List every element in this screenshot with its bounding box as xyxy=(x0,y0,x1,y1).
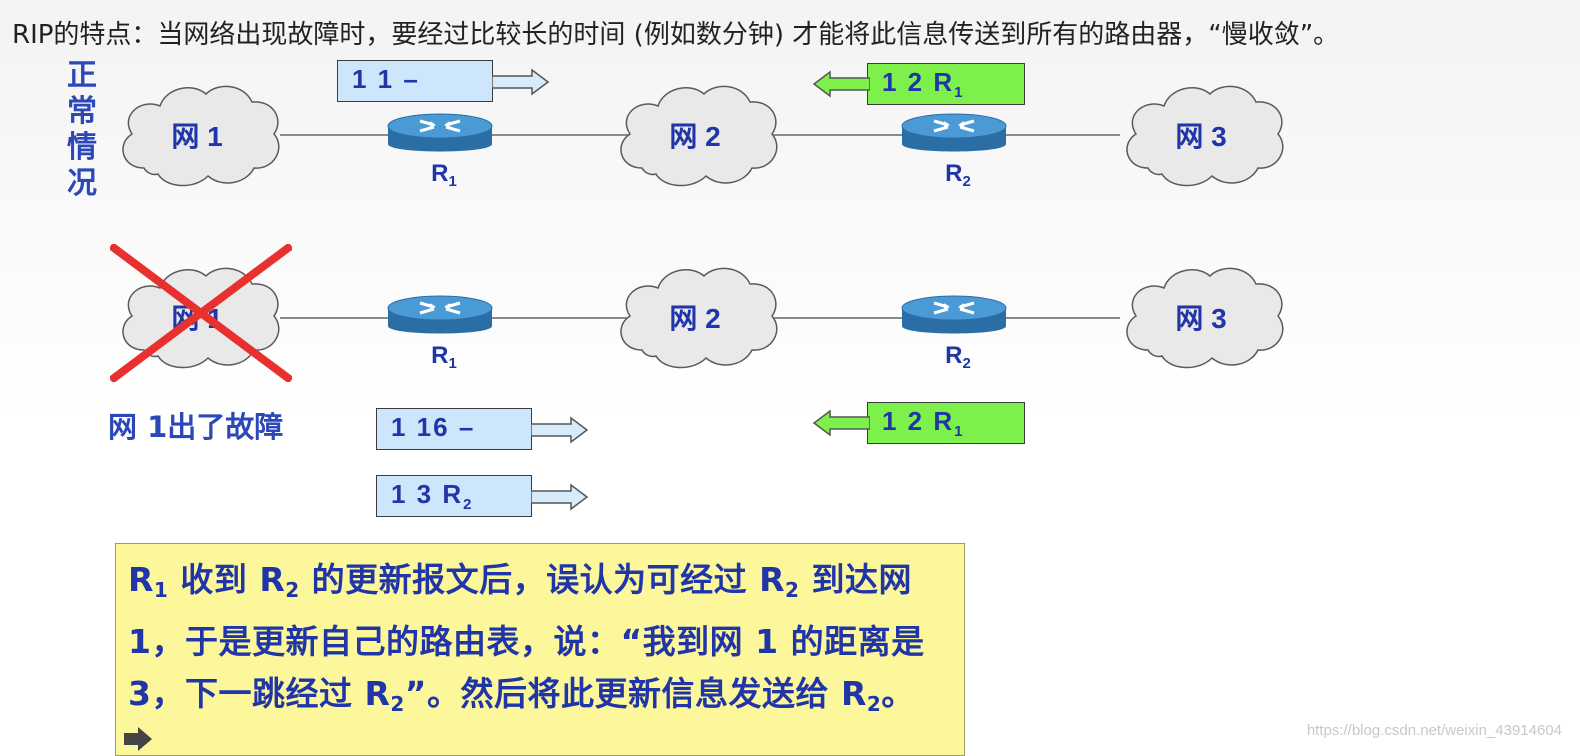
side-label-char: 正 xyxy=(67,58,97,93)
network-cloud-2-normal: 网 2 xyxy=(612,76,784,194)
arrow-right-icon xyxy=(531,416,591,444)
packet-text: 1 2 R1 xyxy=(882,67,965,101)
arrow-right-icon xyxy=(492,68,552,96)
packet-text: 1 1 – xyxy=(352,64,420,94)
packet-text: 1 2 R1 xyxy=(882,406,965,440)
router-r2-fault xyxy=(900,294,1008,342)
route-packet-r1-normal: 1 1 – xyxy=(337,60,493,102)
fault-label: 网 1出了故障 xyxy=(108,410,284,444)
route-packet-r1-fault-16: 1 16 – xyxy=(376,408,532,450)
router-r1-normal xyxy=(386,112,494,160)
cross-icon xyxy=(108,242,294,386)
next-arrow-icon[interactable] xyxy=(122,727,154,755)
explanation-box: R1 收到 R2 的更新报文后，误认为可经过 R2 到达网 1，于是更新自己的路… xyxy=(115,543,965,756)
router-icon xyxy=(387,113,493,152)
network-label: 网 3 xyxy=(1175,121,1227,152)
packet-text: 1 3 R2 xyxy=(391,479,474,513)
router-icon xyxy=(387,295,493,334)
arrow-left-icon xyxy=(812,409,870,437)
watermark: https://blog.csdn.net/weixin_43914604 xyxy=(1306,722,1562,739)
cloud-icon xyxy=(122,85,280,187)
side-label-char: 情 xyxy=(67,130,97,165)
network-label: 网 2 xyxy=(669,303,721,334)
network-cloud-3-fault: 网 3 xyxy=(1118,258,1290,376)
router-label-r1: R1 xyxy=(431,160,457,190)
router-label-r2: R2 xyxy=(945,160,971,190)
normal-case-label: 正 常 情 况 xyxy=(64,58,100,202)
route-packet-r2-normal: 1 2 R1 xyxy=(867,63,1025,105)
packet-text: 1 16 – xyxy=(391,412,476,442)
route-packet-r1-fault-3: 1 3 R2 xyxy=(376,475,532,517)
side-label-char: 常 xyxy=(67,94,97,129)
route-packet-r2-fault: 1 2 R1 xyxy=(867,402,1025,444)
network-label: 网 2 xyxy=(669,121,721,152)
router-r2-normal xyxy=(900,112,1008,160)
cloud-icon xyxy=(1126,267,1284,369)
network-cloud-2-fault: 网 2 xyxy=(612,258,784,376)
cloud-icon xyxy=(620,85,778,187)
network-label: 网 1 xyxy=(171,121,223,152)
router-r1-fault xyxy=(386,294,494,342)
side-label-char: 况 xyxy=(67,166,97,201)
router-label-r1: R1 xyxy=(431,342,457,372)
router-icon xyxy=(901,113,1007,152)
network-cloud-1-normal: 网 1 xyxy=(114,76,286,194)
network-cloud-3-normal: 网 3 xyxy=(1118,76,1290,194)
arrow-right-icon xyxy=(531,483,591,511)
page-title: RIP的特点：当网络出现故障时，要经过比较长的时间 (例如数分钟) 才能将此信息… xyxy=(12,20,1340,50)
network-label: 网 3 xyxy=(1175,303,1227,334)
cloud-icon xyxy=(1126,85,1284,187)
router-icon xyxy=(901,295,1007,334)
router-label-r2: R2 xyxy=(945,342,971,372)
explanation-text: R1 收到 R2 的更新报文后，误认为可经过 R2 到达网 1，于是更新自己的路… xyxy=(128,560,925,716)
arrow-left-icon xyxy=(812,70,870,98)
cloud-icon xyxy=(620,267,778,369)
